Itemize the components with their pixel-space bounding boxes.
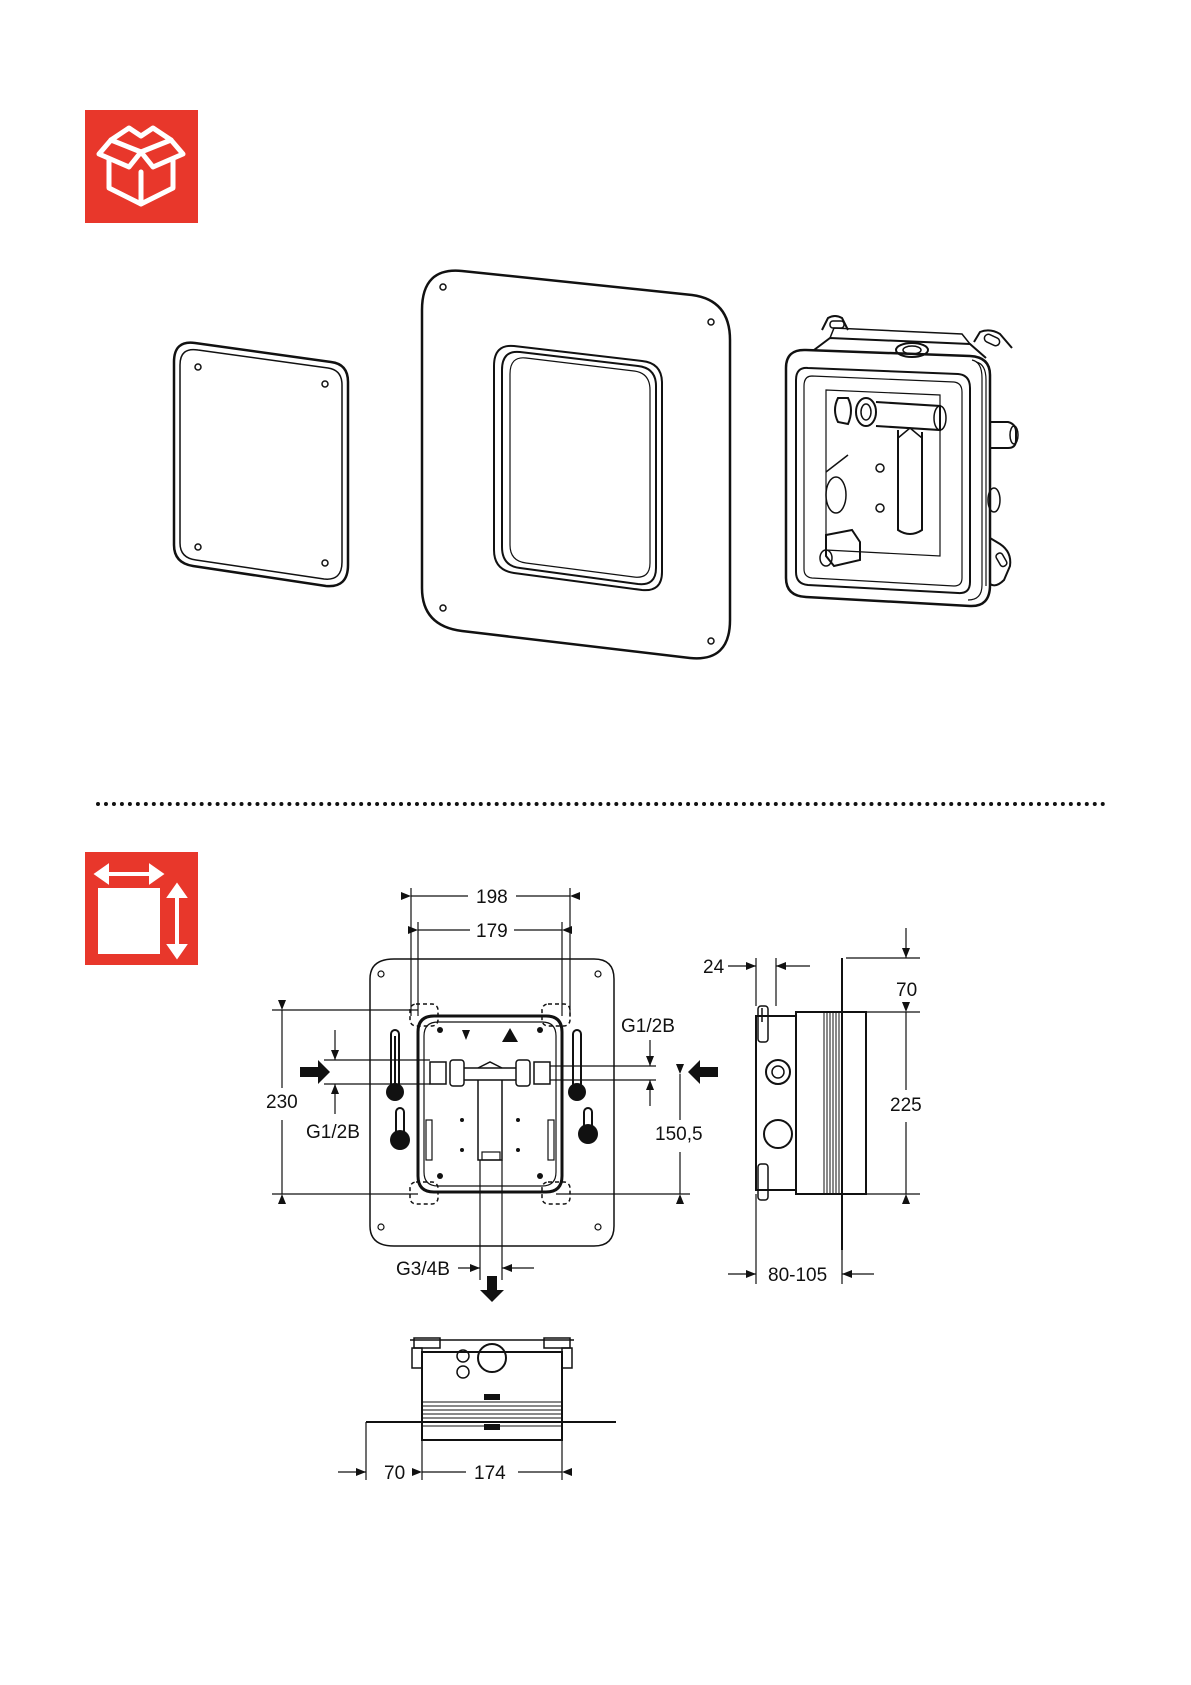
dim-label-70-bottom: 70 [384,1463,405,1484]
dim-label-198: 198 [476,887,508,908]
dim-label-thread-bottom: G3/4B [396,1259,450,1280]
side-view [756,958,866,1250]
cover-plate [174,343,348,587]
dim-label-179: 179 [476,921,508,942]
dim-label-225: 225 [890,1095,922,1116]
flow-arrows [300,1060,718,1302]
dim-label-thread-right: G1/2B [621,1016,675,1037]
concealed-body [786,316,1018,606]
wall-rosette [422,271,730,659]
dim-label-24: 24 [703,957,725,978]
dim-label-174: 174 [474,1463,506,1484]
dim-label-150-5: 150,5 [655,1124,703,1145]
dim-label-80-105: 80-105 [768,1265,827,1286]
bottom-dimensions [338,1422,562,1480]
dim-label-thread-left: G1/2B [306,1122,360,1143]
bottom-view [366,1338,616,1440]
dim-label-70-side: 70 [896,980,917,1001]
dim-label-230: 230 [266,1092,298,1113]
front-dimensions [272,888,690,1280]
front-view [370,959,614,1246]
